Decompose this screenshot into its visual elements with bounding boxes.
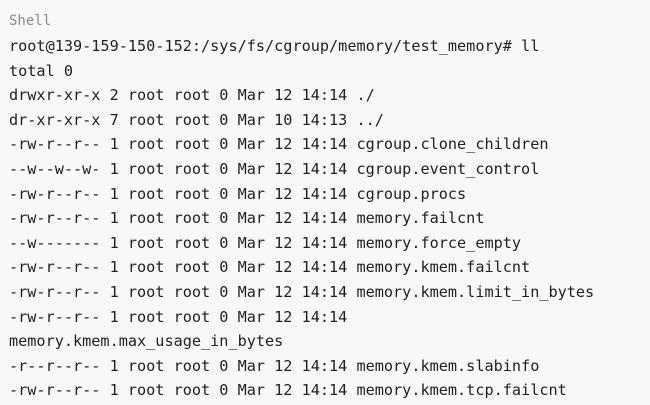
- code-line: -rw-r--r-- 1 root root 0 Mar 12 14:14 me…: [9, 282, 595, 301]
- code-line: -rw-r--r-- 1 root root 0 Mar 12 14:14 me…: [9, 209, 485, 228]
- code-line: -rw-r--r-- 1 root root 0 Mar 12 14:14 me…: [9, 258, 531, 277]
- code-language-label: Shell: [9, 13, 52, 29]
- code-line: --w------- 1 root root 0 Mar 12 14:14 me…: [9, 233, 522, 252]
- code-line: dr-xr-xr-x 7 root root 0 Mar 10 14:13 ..…: [9, 110, 384, 129]
- code-line: -rw-r--r-- 1 root root 0 Mar 12 14:14 cg…: [9, 184, 467, 203]
- code-line: -rw-r--r-- 1 root root 0 Mar 12 14:14: [9, 307, 348, 326]
- code-line: drwxr-xr-x 2 root root 0 Mar 12 14:14 ./: [9, 86, 375, 105]
- code-content: root@139-159-150-152:/sys/fs/cgroup/memo…: [9, 34, 650, 403]
- code-line: total 0: [9, 61, 74, 80]
- code-line: --w--w--w- 1 root root 0 Mar 12 14:14 cg…: [9, 159, 540, 178]
- code-line-prompt: root@139-159-150-152:/sys/fs/cgroup/memo…: [9, 37, 540, 55]
- code-line: -r--r--r-- 1 root root 0 Mar 12 14:14 me…: [9, 356, 540, 375]
- code-line: -rw-r--r-- 1 root root 0 Mar 12 14:14 me…: [9, 381, 567, 400]
- code-line: memory.kmem.max_usage_in_bytes: [9, 332, 284, 351]
- code-line: -rw-r--r-- 1 root root 0 Mar 12 14:14 cg…: [9, 135, 549, 154]
